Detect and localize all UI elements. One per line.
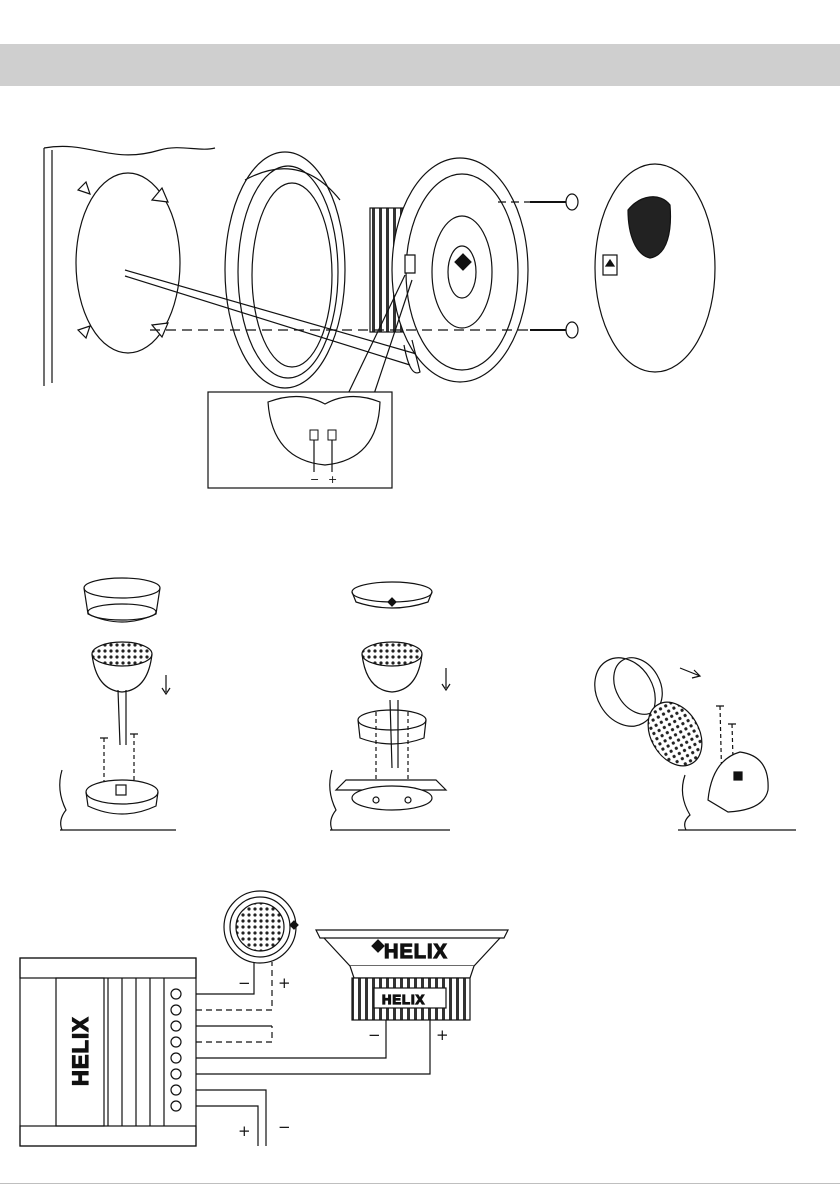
inset-minus-label: − [310, 473, 319, 486]
woofer-plus-label: + [436, 1026, 449, 1044]
woofer-speaker [370, 158, 528, 382]
amplifier: HELIX [20, 958, 196, 1146]
door-panel [44, 146, 420, 386]
tweeter-minus-label: − [238, 974, 251, 992]
bottom-rule [0, 1183, 840, 1184]
tweeter-angled-mount [583, 647, 796, 830]
woofer-minus-label: − [368, 1026, 381, 1044]
amp-minus-label: − [278, 1118, 291, 1136]
tweeter-front-view [224, 891, 298, 963]
wiring-diagram: HELIX HELIX HELIX [20, 891, 508, 1146]
tweeter-surface-mount [60, 578, 176, 830]
woofer-exploded-view [44, 146, 715, 400]
amp-plus-label: + [238, 1122, 251, 1140]
cover-grille [595, 164, 715, 372]
terminal-inset: − + [208, 392, 392, 488]
mounting-ring [225, 152, 345, 388]
amp-brand-label: HELIX [68, 1016, 93, 1086]
tweeter-plus-label: + [278, 974, 291, 992]
woofer-side-view: HELIX HELIX [316, 930, 508, 1020]
inset-plus-label: + [328, 473, 337, 486]
woofer-brand-label: HELIX [384, 941, 448, 963]
tweeter-flush-mount [330, 582, 450, 830]
magnet-brand-label: HELIX [382, 992, 425, 1007]
